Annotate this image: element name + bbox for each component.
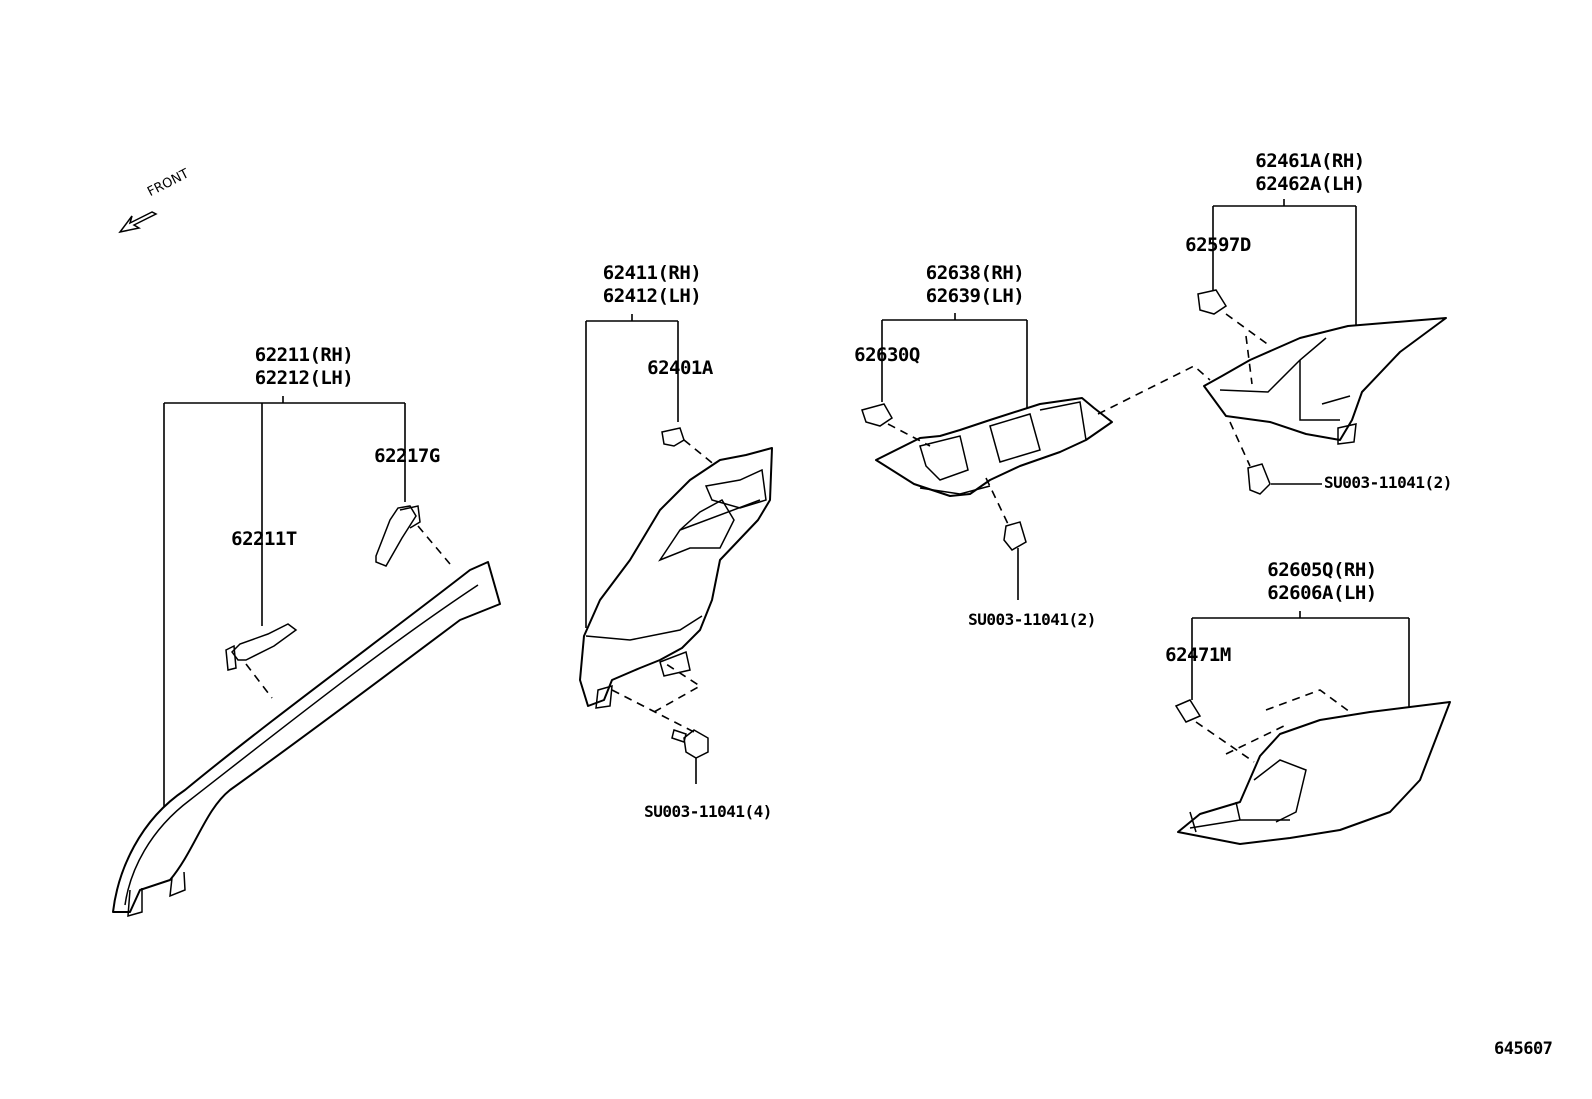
label-62212-lh: 62212(LH) xyxy=(254,367,354,389)
label-62217g: 62217G xyxy=(374,445,440,467)
quarter-trim-part xyxy=(1197,199,1447,495)
lower-trim-part xyxy=(1174,611,1451,845)
label-62211-rh: 62211(RH) xyxy=(254,344,354,366)
label-62471m: 62471M xyxy=(1165,644,1231,666)
pillar-garnish-part xyxy=(112,396,501,918)
label-62606a-lh: 62606A(LH) xyxy=(1267,582,1377,604)
label-62401a: 62401A xyxy=(647,357,713,379)
label-62639-lh: 62639(LH) xyxy=(925,285,1025,307)
front-arrow-icon xyxy=(118,211,158,234)
diagram-id: 645607 xyxy=(1494,1039,1553,1059)
label-62638-rh: 62638(RH) xyxy=(925,262,1025,284)
label-62630q: 62630Q xyxy=(854,344,920,366)
label-su003-quarter: SU003-11041(2) xyxy=(1324,473,1452,492)
label-62211t: 62211T xyxy=(231,528,297,550)
label-su003-cowl: SU003-11041(4) xyxy=(644,802,772,821)
label-62461a-rh: 62461A(RH) xyxy=(1255,150,1365,172)
label-62597d: 62597D xyxy=(1185,234,1251,256)
cowl-side-trim-part xyxy=(579,314,773,784)
label-su003-dash: SU003-11041(2) xyxy=(968,610,1096,629)
label-62462a-lh: 62462A(LH) xyxy=(1255,173,1365,195)
label-62412-lh: 62412(LH) xyxy=(602,285,702,307)
dash-side-panel-part xyxy=(861,313,1211,600)
label-62411-rh: 62411(RH) xyxy=(602,262,702,284)
label-62605q-rh: 62605Q(RH) xyxy=(1267,559,1377,581)
